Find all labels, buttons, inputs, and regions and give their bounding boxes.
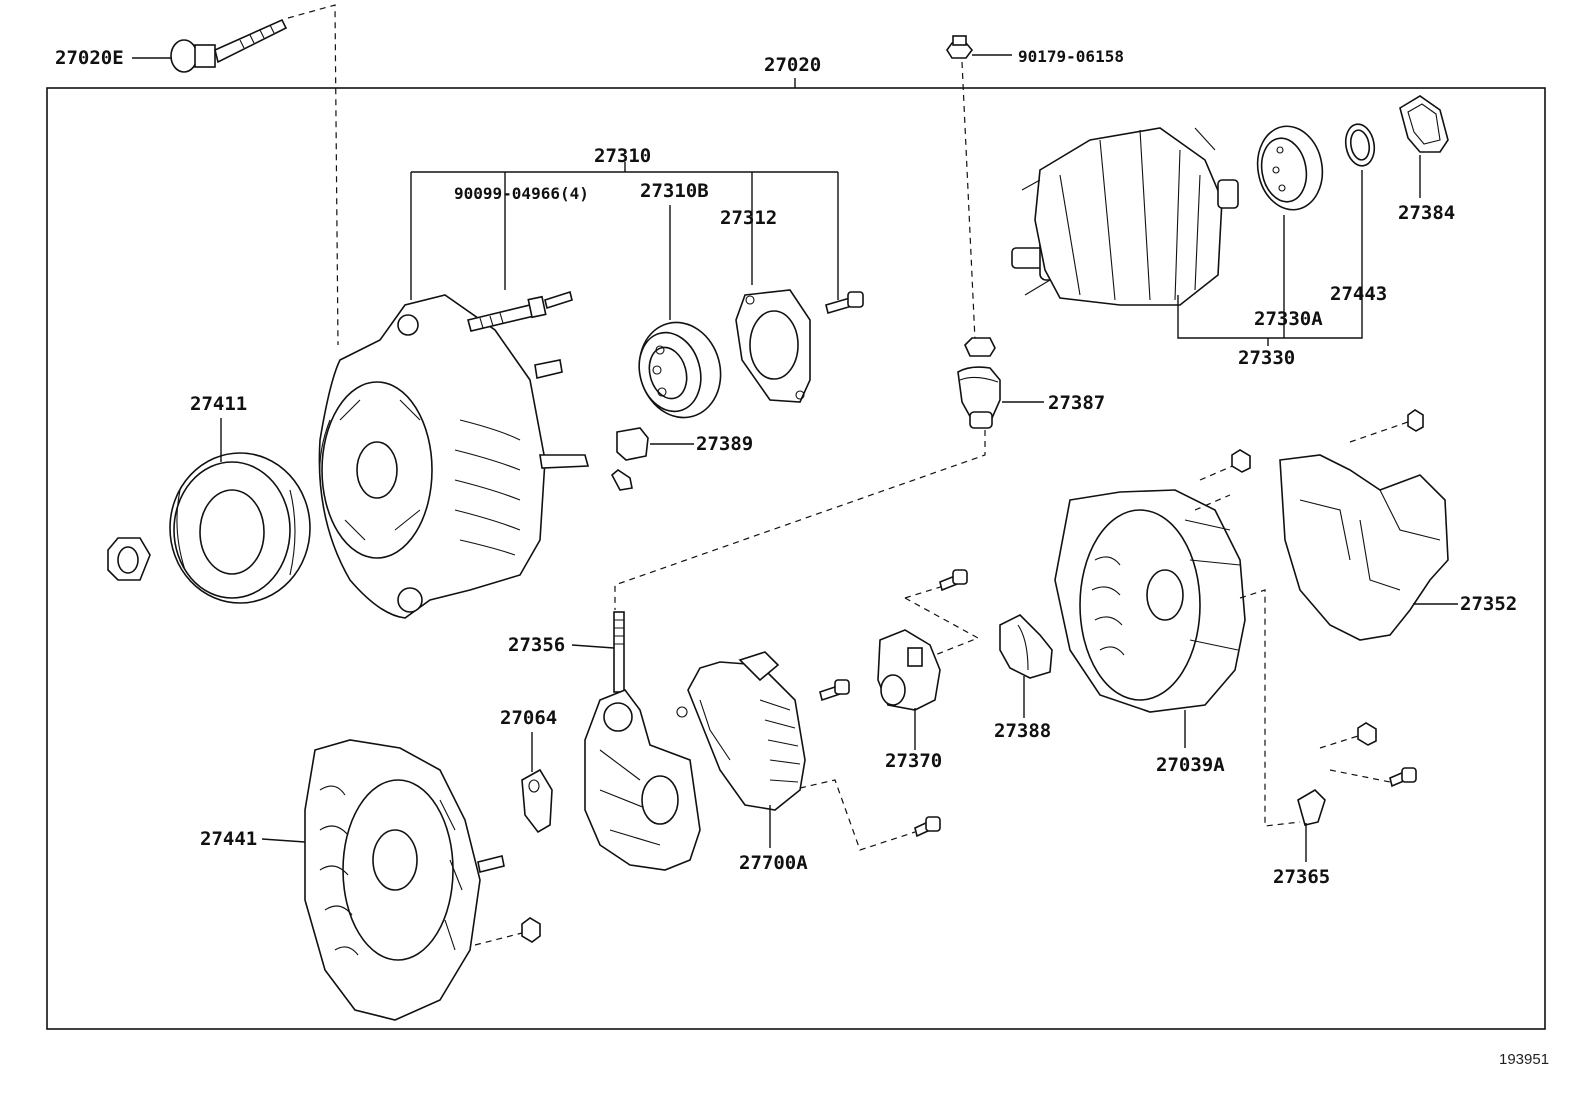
terminal-27389-icon: [616, 427, 649, 461]
stud-bolt-90099-icon: [467, 290, 573, 332]
label-27020: 27020: [764, 54, 821, 76]
label-27441: 27441: [200, 828, 257, 850]
nut-27365-icon: [1357, 722, 1377, 746]
nut-90179-icon: [946, 35, 974, 59]
rear-nut-icon: [521, 917, 541, 943]
label-27411: 27411: [190, 393, 247, 415]
screw-lower-icon: [914, 816, 941, 838]
label-27356: 27356: [508, 634, 565, 656]
regulator-27700a-icon: [676, 651, 806, 811]
regulator-screw-icon: [819, 679, 850, 702]
label-27387: 27387: [1048, 392, 1105, 414]
reference-number: 193951: [1499, 1051, 1549, 1068]
holder-27388-icon: [999, 614, 1053, 679]
label-27330: 27330: [1238, 347, 1295, 369]
label-27388: 27388: [994, 720, 1051, 742]
label-27039a: 27039A: [1156, 754, 1225, 776]
label-27352: 27352: [1460, 593, 1517, 615]
screw-27365-icon: [1389, 767, 1417, 788]
label-27389: 27389: [696, 433, 753, 455]
label-90179-06158: 90179-06158: [1018, 47, 1124, 66]
label-27020e: 27020E: [55, 47, 124, 69]
label-27312: 27312: [720, 207, 777, 229]
label-27384: 27384: [1398, 202, 1455, 224]
screw-27370-icon: [939, 569, 968, 592]
label-27365: 27365: [1273, 866, 1330, 888]
label-90099-04966: 90099-04966(4): [454, 184, 589, 203]
cover-27352-icon: [1279, 454, 1449, 641]
terminal-screw-icon: [610, 469, 633, 491]
rotor-27330-icon: [1011, 127, 1239, 306]
bolt-27020e-icon: [170, 18, 288, 73]
pulley-27411-icon: [169, 452, 311, 604]
drive-end-frame-27310-icon: [318, 294, 590, 619]
terminal-27387-icon: [957, 337, 1001, 429]
ring-27443-icon: [1344, 123, 1376, 167]
brush-holder-27356-icon: [584, 611, 701, 871]
pulley-nut-icon: [107, 537, 151, 581]
label-27330a: 27330A: [1254, 308, 1323, 330]
terminal-27365-icon: [1297, 788, 1326, 826]
connector-27370-icon: [877, 629, 941, 711]
label-27700a: 27700A: [739, 852, 808, 874]
bearing-27330a-icon: [1256, 125, 1324, 211]
gasket-27064-icon: [521, 768, 553, 834]
nut-27039a-icon: [1231, 449, 1251, 473]
rear-end-frame-27441-icon: [304, 739, 505, 1021]
cover-27384-icon: [1399, 95, 1449, 153]
label-27370: 27370: [885, 750, 942, 772]
bearing-27310b-icon: [638, 321, 722, 419]
rear-cover-27039a-icon: [1054, 489, 1246, 713]
label-27064: 27064: [500, 707, 557, 729]
label-27310: 27310: [594, 145, 651, 167]
label-27310b: 27310B: [640, 180, 709, 202]
retainer-plate-27312-icon: [735, 289, 811, 403]
nut-27352-icon: [1407, 409, 1424, 432]
screw-27312-icon: [825, 291, 864, 315]
label-27443: 27443: [1330, 283, 1387, 305]
assembly-frame: [46, 87, 1546, 1030]
